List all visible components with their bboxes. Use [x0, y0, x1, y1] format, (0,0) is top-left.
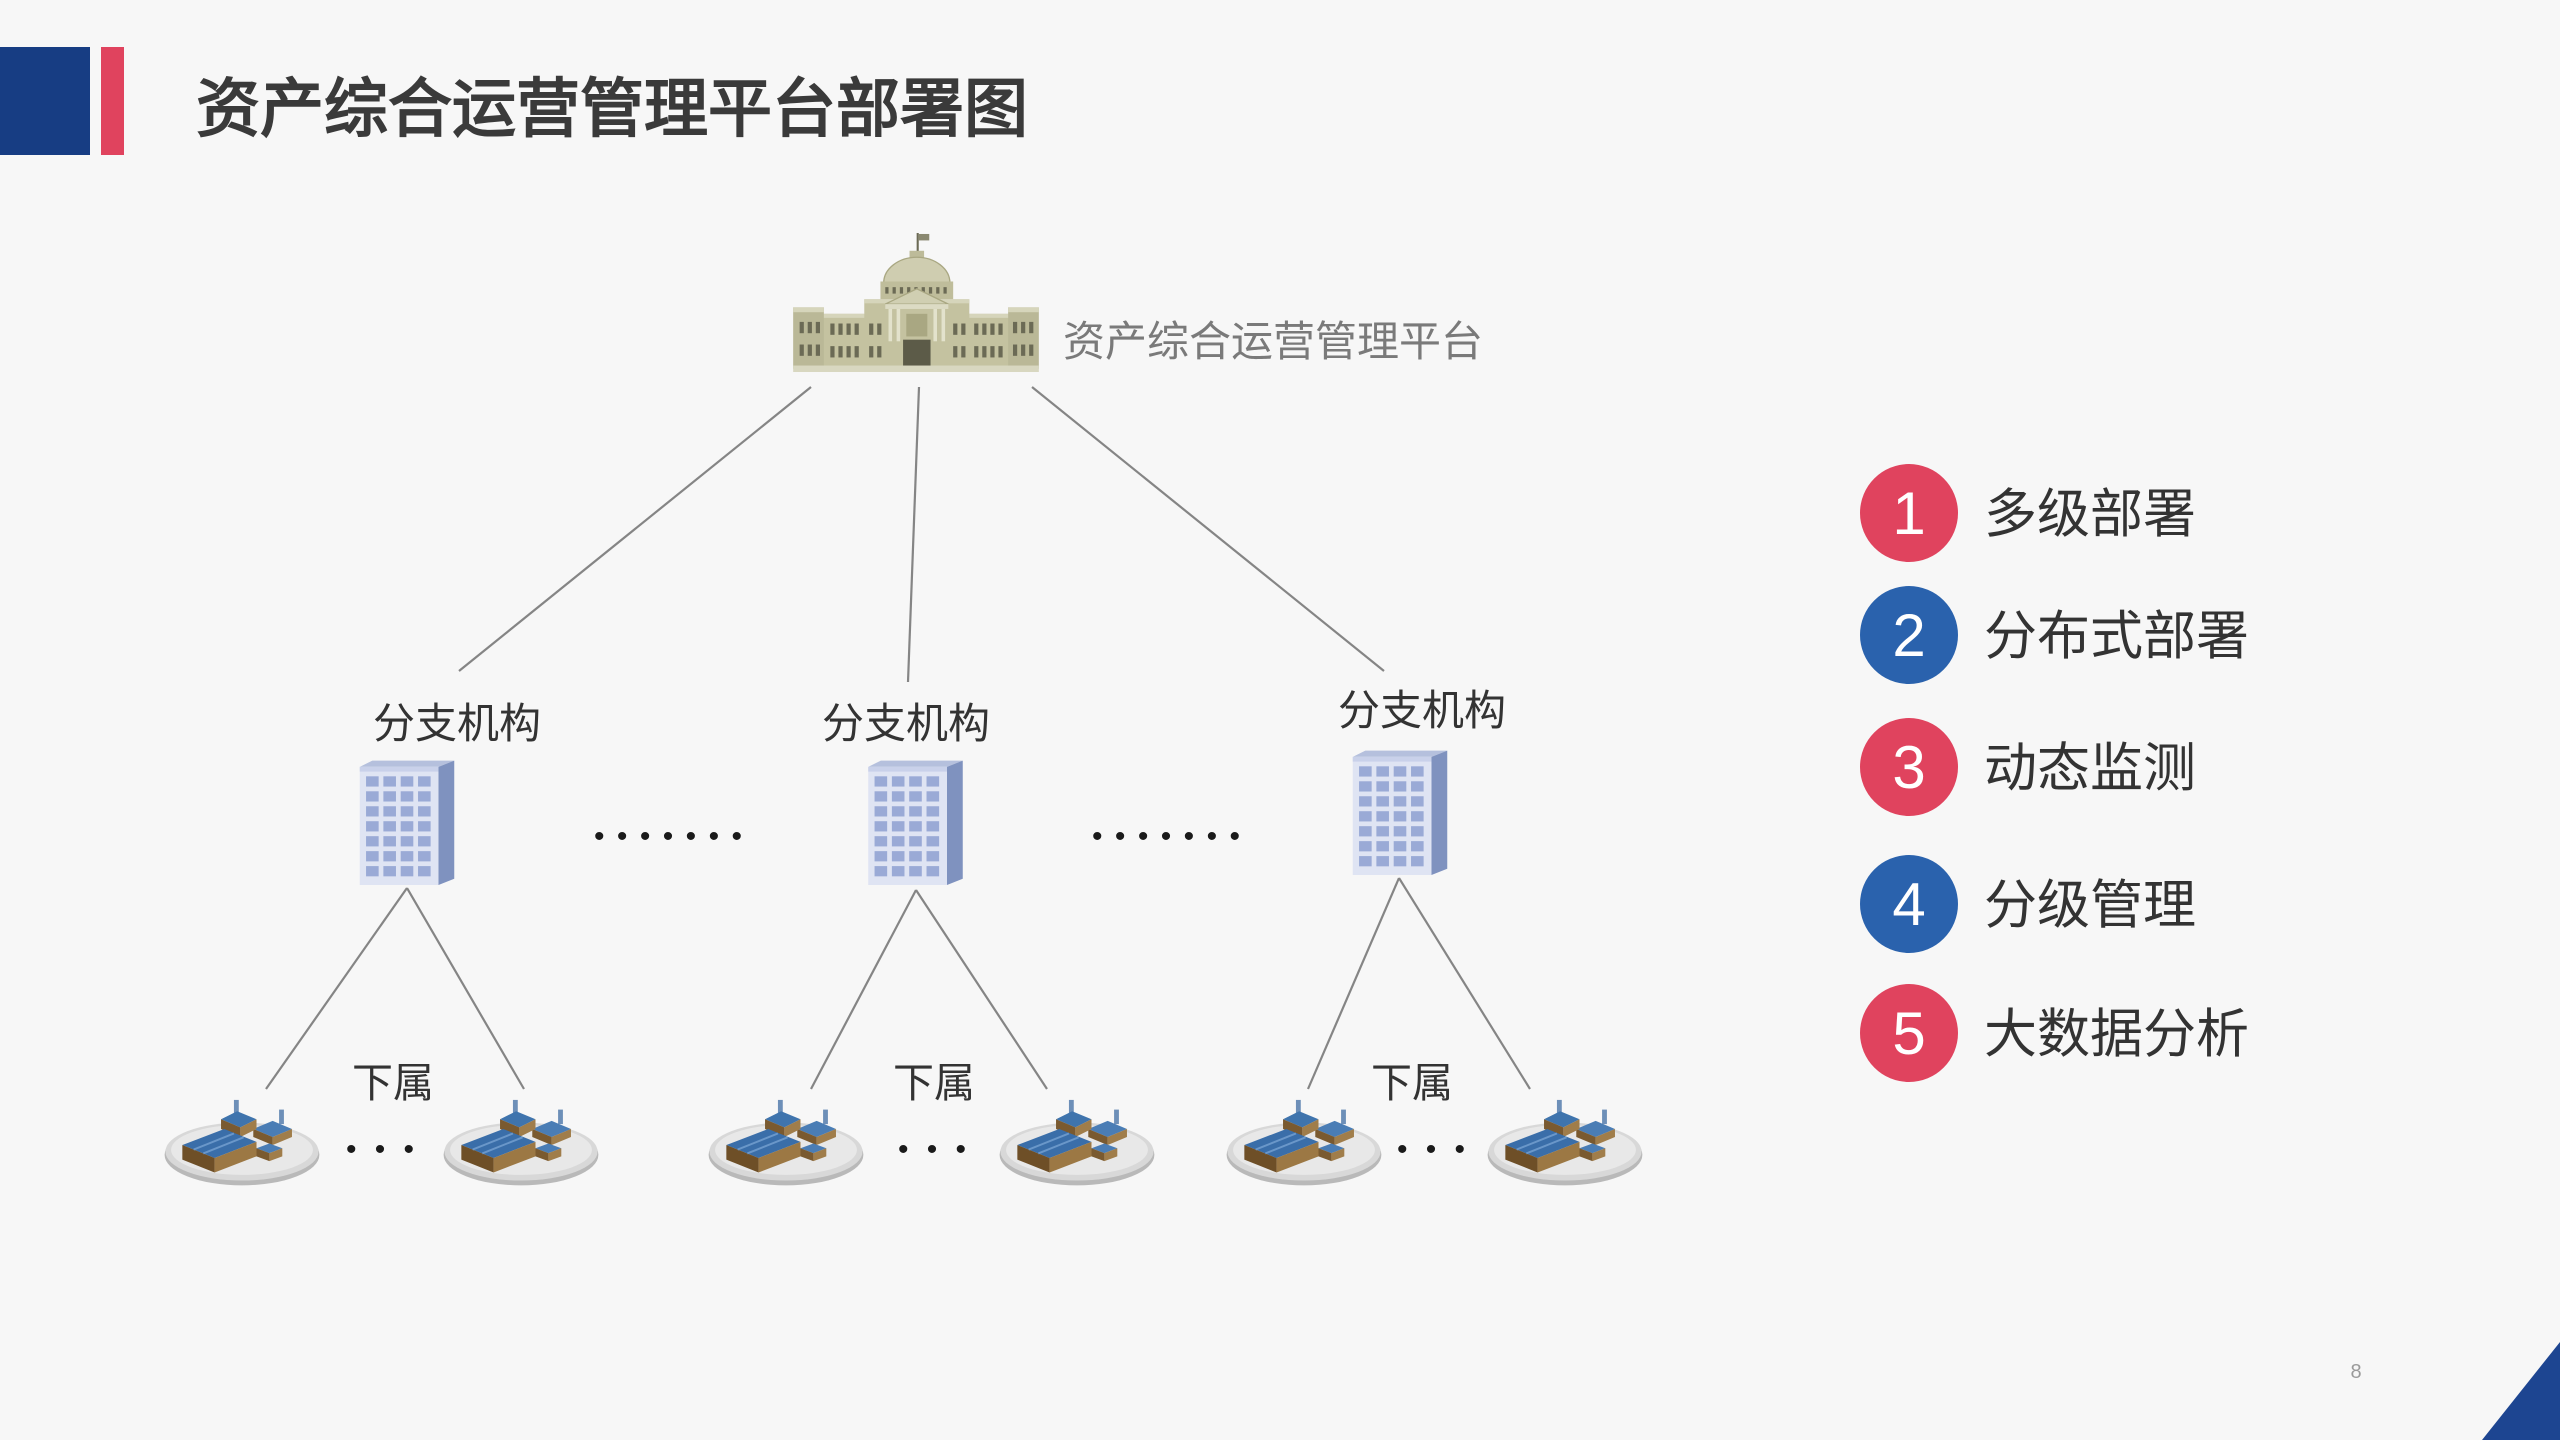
subordinate-label: 下属 — [1371, 1060, 1453, 1106]
subordinate-ellipsis: ••• — [346, 1133, 414, 1166]
feature-item: 4 分级管理 — [1860, 855, 2196, 953]
subordinate-ellipsis: ••• — [1397, 1133, 1465, 1166]
connector-line — [1398, 877, 1531, 1090]
feature-item: 3 动态监测 — [1860, 718, 2196, 816]
feature-number: 3 — [1892, 734, 1925, 801]
feature-number: 5 — [1892, 1000, 1925, 1067]
feature-number-badge — [1860, 718, 1958, 816]
feature-item: 5 大数据分析 — [1860, 984, 2249, 1082]
root-connectors — [458, 386, 1385, 683]
branch-connectors — [265, 877, 1531, 1090]
subordinate-label: 下属 — [352, 1060, 434, 1106]
connector-line — [458, 386, 812, 672]
office-building-icon — [1352, 750, 1448, 875]
branch-label: 分支机构 — [373, 700, 541, 747]
connector-line — [915, 889, 1048, 1090]
feature-number-badge — [1860, 984, 1958, 1082]
factory-icon — [442, 1098, 600, 1187]
office-building-icon — [868, 760, 963, 885]
subordinate-label: 下属 — [893, 1060, 975, 1106]
feature-number: 2 — [1892, 602, 1925, 669]
subordinate-ellipsis: ••• — [898, 1133, 966, 1166]
feature-item: 1 多级部署 — [1860, 464, 2196, 562]
feature-number: 4 — [1892, 871, 1925, 938]
feature-label: 分级管理 — [1984, 876, 2196, 935]
feature-label: 动态监测 — [1984, 739, 2196, 798]
connector-line — [906, 386, 921, 683]
root-node-label: 资产综合运营管理平台 — [1063, 318, 1483, 365]
header-accent-bar-pink — [101, 47, 124, 155]
feature-number: 1 — [1892, 480, 1925, 547]
feature-list: 1 多级部署 2 分布式部署 3 动态监测 4 分级管理 5 大数据分析 — [1860, 464, 2249, 1082]
feature-item: 2 分布式部署 — [1860, 586, 2249, 684]
feature-number-badge — [1860, 464, 1958, 562]
connector-line — [1306, 877, 1401, 1090]
connector-line — [406, 887, 525, 1090]
branch-ellipsis: ••••••• — [594, 820, 742, 853]
factory-icon — [163, 1098, 321, 1187]
factory-icon — [707, 1098, 865, 1187]
corner-logo-triangle — [2482, 1342, 2560, 1440]
factory-icon — [1486, 1098, 1644, 1187]
branch-label: 分支机构 — [822, 700, 990, 747]
branch-label: 分支机构 — [1338, 687, 1506, 734]
feature-number-badge — [1860, 855, 1958, 953]
page-number: 8 — [2350, 1361, 2361, 1383]
feature-label: 多级部署 — [1984, 485, 2196, 544]
feature-number-badge — [1860, 586, 1958, 684]
feature-label: 分布式部署 — [1984, 607, 2249, 666]
connector-line — [1031, 386, 1385, 672]
connector-line — [265, 887, 408, 1090]
factory-icon — [998, 1098, 1156, 1187]
capitol-building-icon — [792, 233, 1040, 372]
header-accent-bar-blue — [0, 47, 90, 155]
branch-ellipsis: ••••••• — [1092, 820, 1240, 853]
feature-label: 大数据分析 — [1984, 1005, 2249, 1064]
factory-icon — [1225, 1098, 1383, 1187]
connector-line — [810, 889, 917, 1090]
slide-title: 资产综合运营管理平台部署图 — [196, 73, 1028, 145]
office-building-icon — [359, 760, 455, 885]
